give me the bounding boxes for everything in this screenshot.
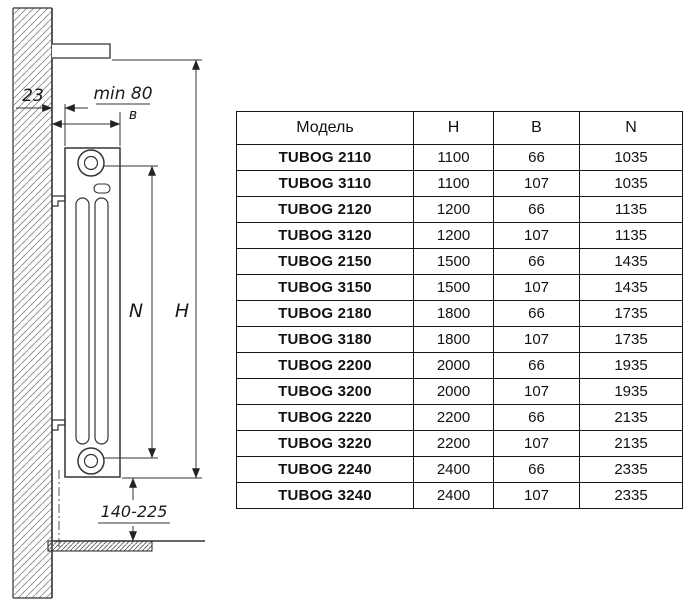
value-cell: 1135 bbox=[579, 222, 683, 249]
value-cell: 107 bbox=[493, 430, 580, 457]
value-cell: 2335 bbox=[579, 456, 683, 483]
wall-sill bbox=[52, 43, 111, 59]
col-header-n: N bbox=[579, 111, 683, 145]
model-cell: TUBOG 2200 bbox=[236, 352, 414, 379]
value-cell: 1200 bbox=[413, 222, 494, 249]
radiator bbox=[64, 147, 121, 478]
value-cell: 66 bbox=[493, 144, 580, 171]
value-cell: 66 bbox=[493, 300, 580, 327]
floor bbox=[47, 540, 205, 552]
value-cell: 1200 bbox=[413, 196, 494, 223]
value-cell: 66 bbox=[493, 196, 580, 223]
value-cell: 1800 bbox=[413, 326, 494, 353]
value-cell: 1035 bbox=[579, 170, 683, 197]
value-cell: 107 bbox=[493, 170, 580, 197]
model-cell: TUBOG 3120 bbox=[236, 222, 414, 249]
value-cell: 1035 bbox=[579, 144, 683, 171]
value-cell: 2000 bbox=[413, 352, 494, 379]
bleed-valve bbox=[93, 183, 111, 194]
model-cell: TUBOG 2240 bbox=[236, 456, 414, 483]
label-height: H bbox=[175, 300, 189, 322]
value-cell: 107 bbox=[493, 482, 580, 509]
model-cell: TUBOG 2180 bbox=[236, 300, 414, 327]
model-cell: TUBOG 3240 bbox=[236, 482, 414, 509]
col-header-model: Модель bbox=[236, 111, 414, 145]
value-cell: 1735 bbox=[579, 326, 683, 353]
model-cell: TUBOG 3110 bbox=[236, 170, 414, 197]
radiator-technical-drawing: 23 min 80 в N H 140-225 bbox=[12, 7, 205, 599]
value-cell: 2400 bbox=[413, 456, 494, 483]
label-axis-distance: N bbox=[129, 300, 143, 322]
value-cell: 2400 bbox=[413, 482, 494, 509]
value-cell: 107 bbox=[493, 222, 580, 249]
value-cell: 2335 bbox=[579, 482, 683, 509]
label-depth: в bbox=[129, 107, 137, 123]
value-cell: 1935 bbox=[579, 352, 683, 379]
dimension-lines bbox=[16, 59, 202, 542]
value-cell: 66 bbox=[493, 248, 580, 275]
spec-table-header-row: Модель H B N bbox=[236, 111, 683, 145]
value-cell: 66 bbox=[493, 404, 580, 431]
value-cell: 2135 bbox=[579, 404, 683, 431]
value-cell: 1435 bbox=[579, 248, 683, 275]
col-header-b: B bbox=[493, 111, 580, 145]
value-cell: 2200 bbox=[413, 404, 494, 431]
value-cell: 107 bbox=[493, 274, 580, 301]
model-cell: TUBOG 3220 bbox=[236, 430, 414, 457]
model-cell: TUBOG 2150 bbox=[236, 248, 414, 275]
value-cell: 1935 bbox=[579, 378, 683, 405]
model-cell: TUBOG 3180 bbox=[236, 326, 414, 353]
model-cell: TUBOG 3200 bbox=[236, 378, 414, 405]
dimension-labels: 23 min 80 в N H 140-225 bbox=[22, 84, 189, 521]
value-cell: 1735 bbox=[579, 300, 683, 327]
value-cell: 1435 bbox=[579, 274, 683, 301]
value-cell: 1800 bbox=[413, 300, 494, 327]
value-cell: 2000 bbox=[413, 378, 494, 405]
value-cell: 1100 bbox=[413, 144, 494, 171]
model-cell: TUBOG 2220 bbox=[236, 404, 414, 431]
value-cell: 107 bbox=[493, 326, 580, 353]
value-cell: 1100 bbox=[413, 170, 494, 197]
value-cell: 1500 bbox=[413, 248, 494, 275]
value-cell: 2135 bbox=[579, 430, 683, 457]
model-cell: TUBOG 3150 bbox=[236, 274, 414, 301]
value-cell: 1500 bbox=[413, 274, 494, 301]
value-cell: 1135 bbox=[579, 196, 683, 223]
value-cell: 107 bbox=[493, 378, 580, 405]
value-cell: 2200 bbox=[413, 430, 494, 457]
value-cell: 66 bbox=[493, 352, 580, 379]
model-cell: TUBOG 2120 bbox=[236, 196, 414, 223]
value-cell: 66 bbox=[493, 456, 580, 483]
label-floor-clearance: 140-225 bbox=[101, 502, 168, 521]
label-min-clearance: min 80 bbox=[93, 84, 152, 104]
model-cell: TUBOG 2110 bbox=[236, 144, 414, 171]
col-header-h: H bbox=[413, 111, 494, 145]
label-wall-gap: 23 bbox=[22, 86, 44, 106]
wall-brackets bbox=[52, 195, 66, 431]
